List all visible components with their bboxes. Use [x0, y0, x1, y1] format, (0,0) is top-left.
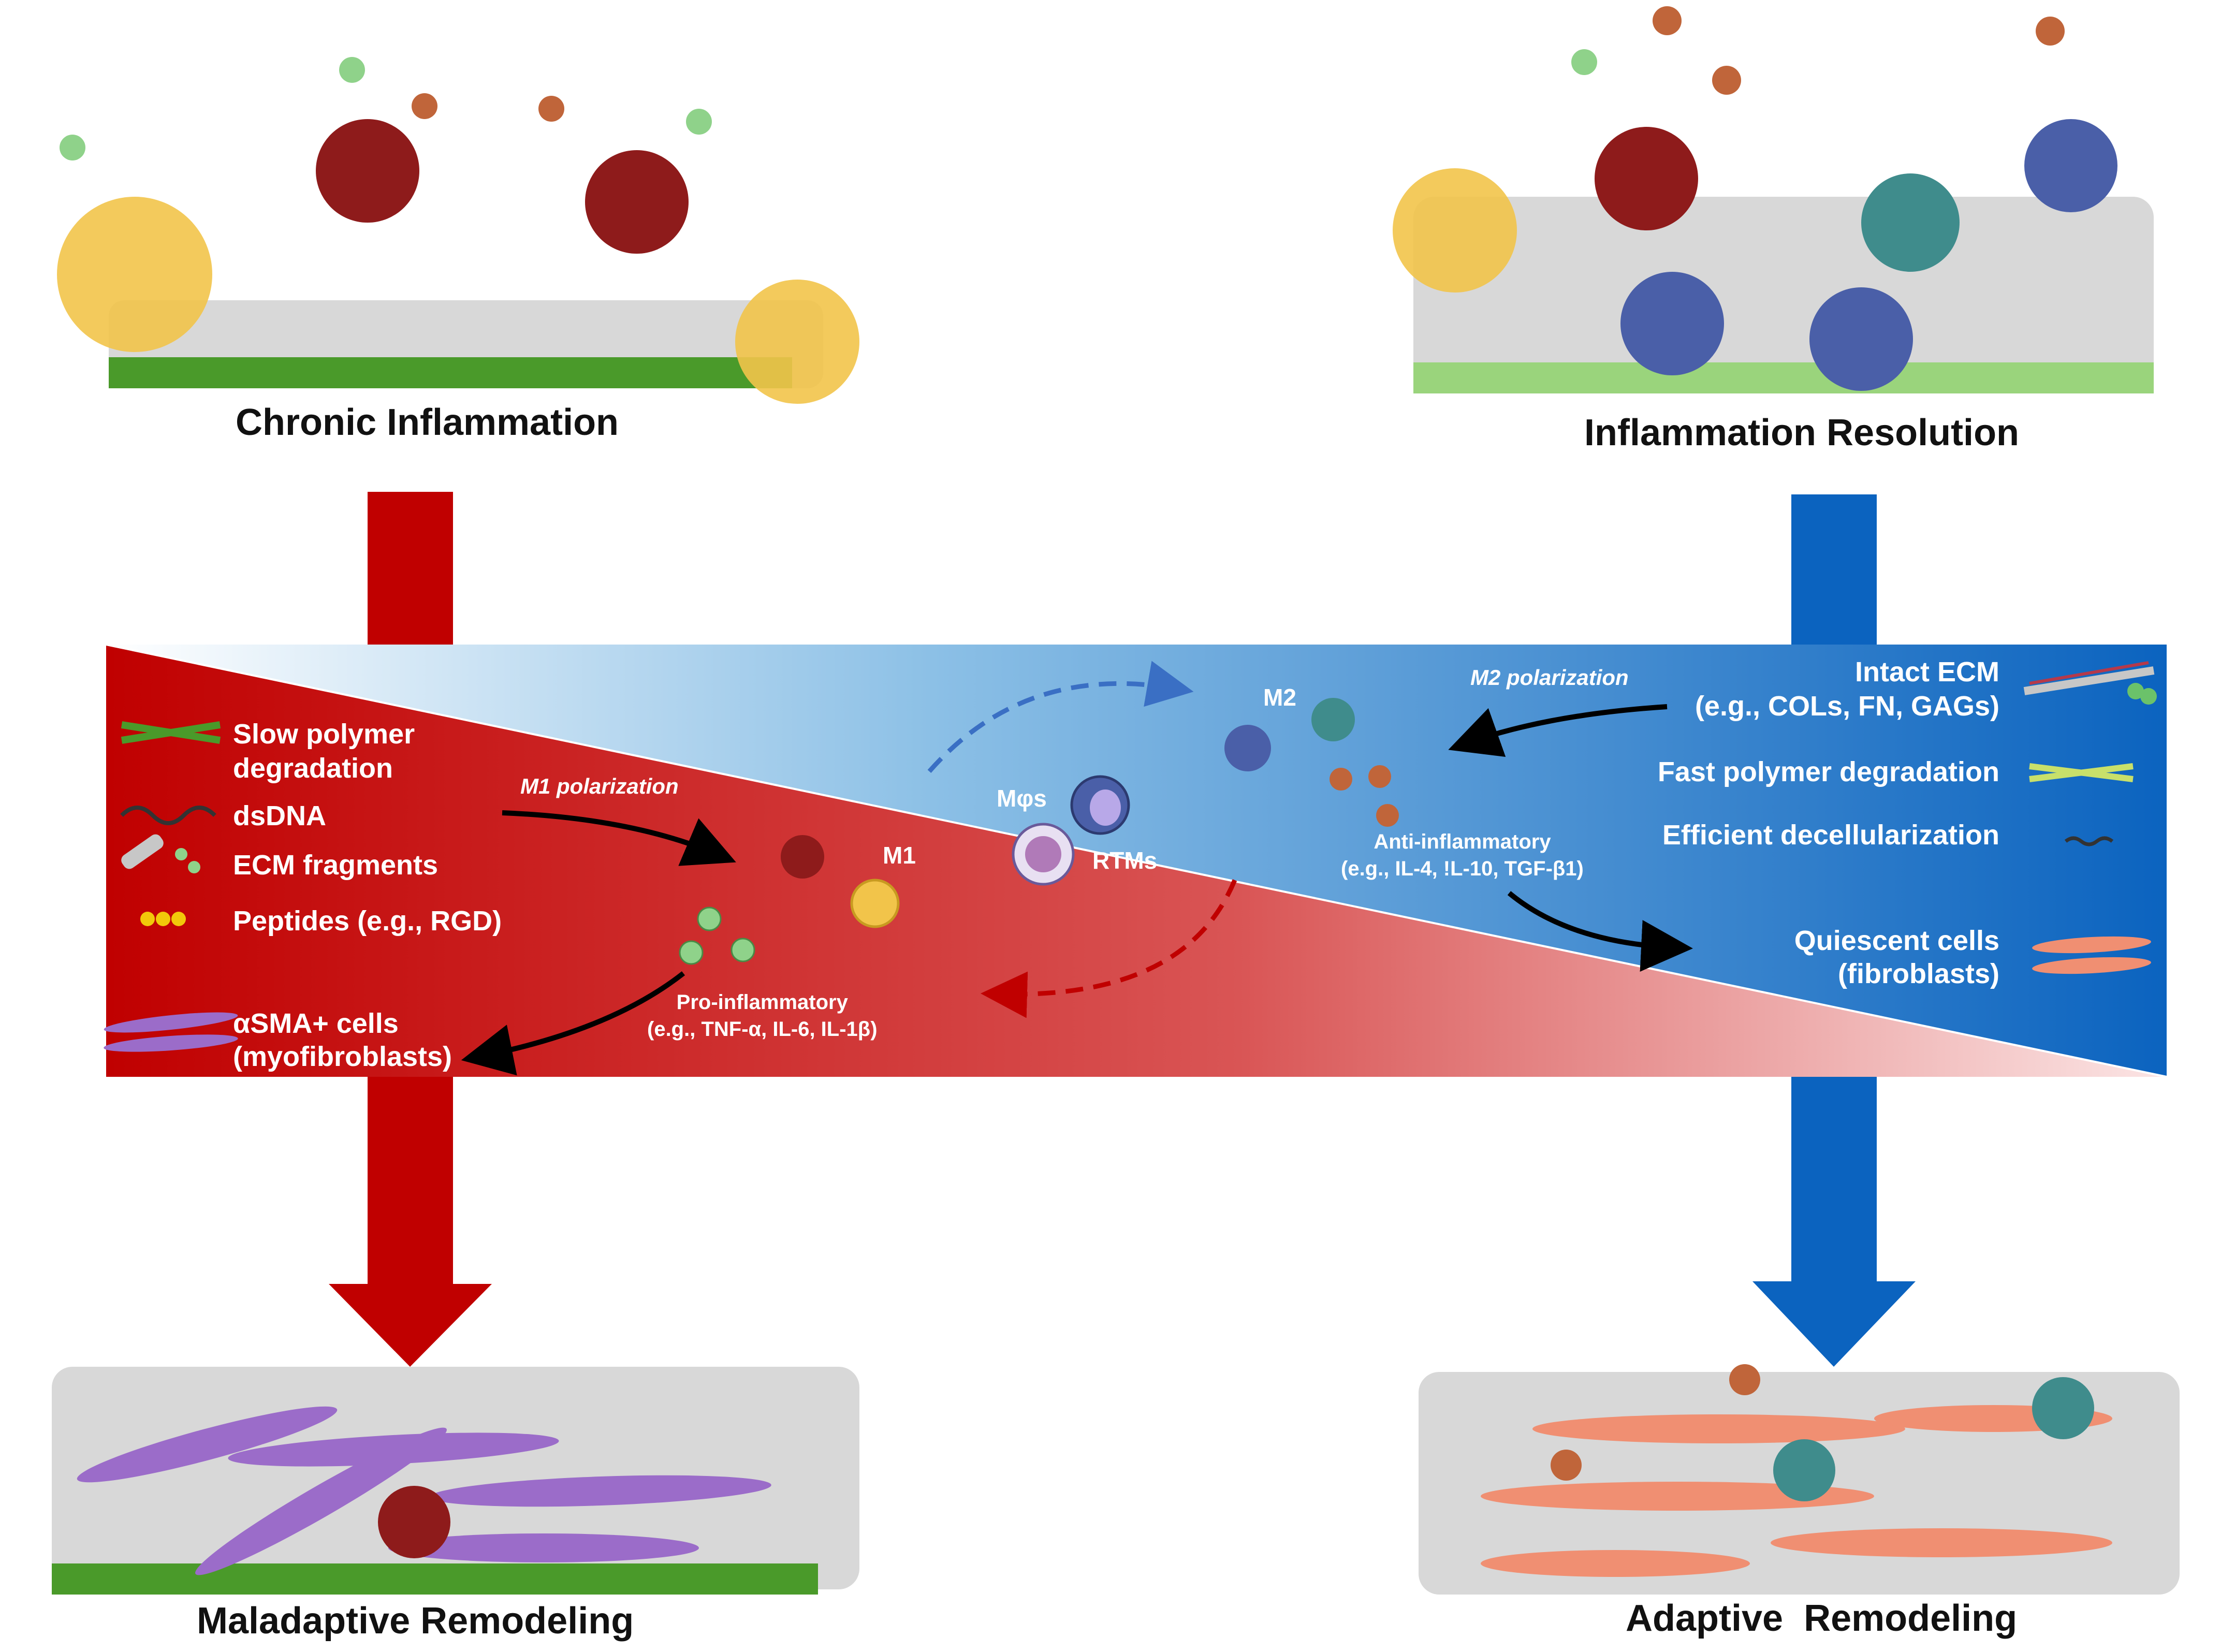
m2-cells: [1224, 698, 1355, 771]
center-macrophage-cells: [1012, 775, 1130, 886]
red-dashed-arrow: [981, 879, 1237, 1018]
cytokines-pro: [679, 907, 755, 965]
slow-polymer-icon: [121, 721, 221, 744]
rtms-label: RTMs: [1092, 847, 1158, 874]
adaptive-remodeling-illustration: [1419, 1364, 2180, 1595]
pro-inflammatory-label: Pro-inflammatory(e.g., TNF-α, IL-6, IL-1…: [647, 991, 878, 1041]
blue-dashed-arrow: [927, 661, 1194, 773]
maladaptive-remodeling-illustration: [52, 1367, 859, 1595]
m1-polarization-arrow: [502, 810, 736, 866]
myofibroblast-arrow: [461, 971, 685, 1076]
maladaptive-remodeling-title: Maladaptive Remodeling: [197, 1600, 634, 1642]
cytokines-anti: [1330, 765, 1399, 827]
m2-label: M2: [1263, 684, 1296, 711]
myofibroblast-label: αSMA+ cells(myofibroblasts): [233, 1008, 452, 1072]
adaptive-remodeling-title: Adaptive Remodeling: [1626, 1598, 2018, 1639]
ecm-fragments-icon: [121, 834, 200, 873]
chronic-inflammation-illustration: [57, 57, 859, 404]
intact-ecm-label: Intact ECM(e.g., COLs, FN, GAGs): [1694, 656, 1999, 722]
anti-inflammatory-label: Anti-inflammatory(e.g., IL-4, !L-10, TGF…: [1341, 830, 1584, 880]
m2-polarization-label: M2 polarization: [1470, 665, 1629, 690]
inflammation-resolution-illustration: [1393, 6, 2154, 393]
ecm-fragments-label: ECM fragments: [233, 850, 439, 881]
m1-label: M1: [883, 842, 916, 869]
peptides-icon: [140, 912, 186, 926]
intact-ecm-icon: [2023, 661, 2157, 705]
myofibroblast-icon: [104, 1012, 238, 1052]
m1-polarization-label: M1 polarization: [520, 774, 679, 798]
fast-polymer-label: Fast polymer degradation: [1657, 756, 1999, 787]
m2-polarization-arrow: [1448, 704, 1668, 757]
quiescent-cells-label: Quiescent cells(fibroblasts): [1794, 925, 1999, 989]
quiescent-arrow: [1507, 891, 1693, 972]
dsdna-icon: [120, 806, 216, 825]
decellularization-label: Efficient decellularization: [1662, 820, 1999, 851]
decellularization-icon: [2064, 836, 2114, 846]
macrophages-label: Mφs: [997, 785, 1047, 812]
chronic-inflammation-title: Chronic Inflammation: [236, 402, 619, 443]
peptides-label: Peptides (e.g., RGD): [233, 905, 502, 937]
dsdna-label: dsDNA: [233, 800, 327, 831]
quiescent-cells-icon: [2032, 936, 2151, 974]
inflammation-resolution-title: Inflammation Resolution: [1584, 412, 2020, 454]
fast-polymer-icon: [2029, 763, 2134, 782]
m1-cells: [781, 835, 900, 928]
